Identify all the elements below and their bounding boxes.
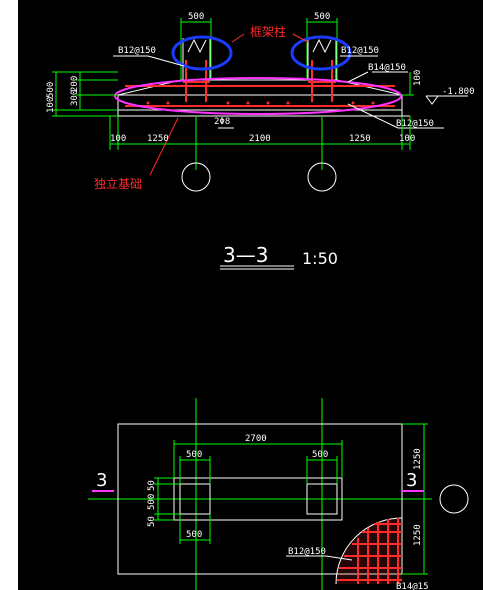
plan-dim-col-top-right: 500 bbox=[312, 450, 328, 460]
plan-axis-bubble bbox=[439, 484, 469, 514]
dim-col-left: 500 bbox=[188, 12, 204, 22]
cover-label: 2Φ8 bbox=[214, 117, 230, 127]
rebar-label-right: B12@150 bbox=[341, 46, 379, 56]
plan-column-left bbox=[179, 483, 211, 515]
plan-dim-left-50-top: 50 bbox=[147, 480, 157, 491]
axis-bubble-right bbox=[307, 162, 337, 192]
section-view: 500 500 bbox=[46, 12, 475, 192]
dim-bottom-100-left: 100 bbox=[110, 134, 126, 144]
section-mark-right: 3 bbox=[402, 470, 424, 492]
plan-clipped-label: B14@15 bbox=[396, 582, 429, 590]
section-scale: 1:50 bbox=[302, 249, 338, 268]
plan-dim-right-1250-top: 1250 bbox=[413, 448, 423, 470]
annotation-frame-column: 框架柱 bbox=[250, 24, 286, 39]
plan-dim-right-1250-bottom: 1250 bbox=[413, 524, 423, 546]
plan-dim-left-50-bottom: 50 bbox=[147, 516, 157, 527]
dim-col-right: 500 bbox=[314, 12, 330, 22]
dim-left-500: 500 bbox=[46, 82, 56, 98]
plan-column-right bbox=[306, 483, 338, 515]
annotation-isolated-footing: 独立基础 bbox=[94, 176, 142, 191]
column-highlight-left bbox=[171, 35, 233, 71]
axis-bubble-left bbox=[181, 162, 211, 192]
plan-rebar-detail bbox=[335, 517, 403, 585]
dim-bottom-1250-right: 1250 bbox=[349, 134, 371, 144]
elevation-label: -1.800 bbox=[442, 87, 475, 97]
section-mark-right-number: 3 bbox=[406, 470, 417, 491]
rebar-label-b12-bottom: B12@150 bbox=[396, 119, 434, 129]
section-title: 3—3 1:50 bbox=[220, 243, 338, 270]
dim-bottom-1250-left: 1250 bbox=[147, 134, 169, 144]
dim-left-200: 200 bbox=[70, 76, 80, 92]
dim-right-100: 100 bbox=[413, 70, 423, 86]
rebar-label-b14: B14@150 bbox=[368, 63, 406, 73]
cad-canvas: 500 500 bbox=[18, 0, 483, 590]
column-highlight-right bbox=[290, 35, 352, 71]
plan-footing-outline bbox=[117, 423, 403, 575]
section-mark-left: 3 bbox=[92, 470, 114, 492]
plan-rebar-label: B12@150 bbox=[288, 547, 326, 557]
plan-view: 2700 500 500 500 50 500 50 1250 1250 bbox=[88, 398, 469, 590]
plan-dim-2700: 2700 bbox=[245, 434, 267, 444]
dim-bottom-2100: 2100 bbox=[249, 134, 271, 144]
plan-dim-col-bottom-left: 500 bbox=[186, 530, 202, 540]
plan-dim-left-500: 500 bbox=[147, 494, 157, 510]
drawing: 500 500 bbox=[46, 12, 475, 590]
dim-bottom-100-right: 100 bbox=[399, 134, 415, 144]
dim-left-300: 300 bbox=[70, 90, 80, 106]
plan-dim-col-top-left: 500 bbox=[186, 450, 202, 460]
dim-left-100: 100 bbox=[46, 97, 56, 113]
section-mark-left-number: 3 bbox=[96, 470, 107, 491]
rebar-label-left: B12@150 bbox=[118, 46, 156, 56]
footing-highlight bbox=[114, 77, 402, 115]
plan-pedestal bbox=[173, 477, 343, 521]
section-title-text: 3—3 bbox=[223, 243, 268, 267]
